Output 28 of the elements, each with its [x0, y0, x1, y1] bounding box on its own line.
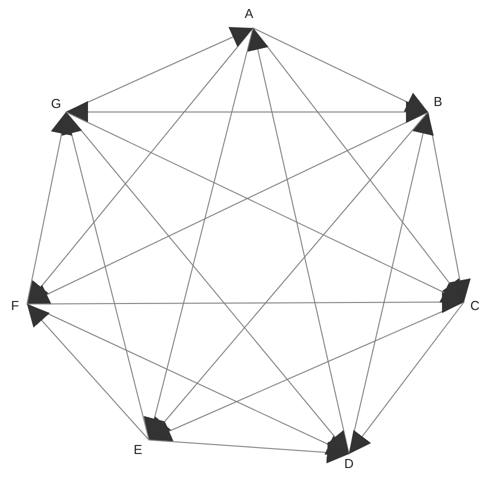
- arrow: [148, 440, 350, 464]
- node-label: B: [434, 94, 442, 110]
- node-label: A: [244, 6, 254, 22]
- arrow: [348, 112, 434, 454]
- arrow: [26, 28, 254, 304]
- arrow: [26, 112, 428, 304]
- arrow: [26, 304, 150, 440]
- node-label: F: [11, 298, 19, 314]
- node-label: G: [50, 96, 62, 112]
- arrow: [60, 112, 150, 440]
- arrow: [348, 302, 464, 454]
- arrow: [144, 28, 254, 440]
- node-label: C: [470, 298, 480, 314]
- arrow: [428, 112, 471, 302]
- arrow: [66, 112, 350, 454]
- arrow: [148, 302, 464, 442]
- arrow: [26, 304, 350, 455]
- arrow: [252, 28, 464, 302]
- node-label: D: [344, 456, 354, 472]
- arrow: [66, 101, 428, 123]
- node-label: E: [134, 442, 142, 458]
- arrow: [247, 28, 350, 454]
- arrow: [148, 112, 428, 440]
- arrow: [252, 28, 428, 112]
- arrow: [66, 26, 254, 112]
- arrow: [26, 112, 72, 304]
- arrow: [66, 112, 464, 302]
- arrow: [26, 291, 464, 314]
